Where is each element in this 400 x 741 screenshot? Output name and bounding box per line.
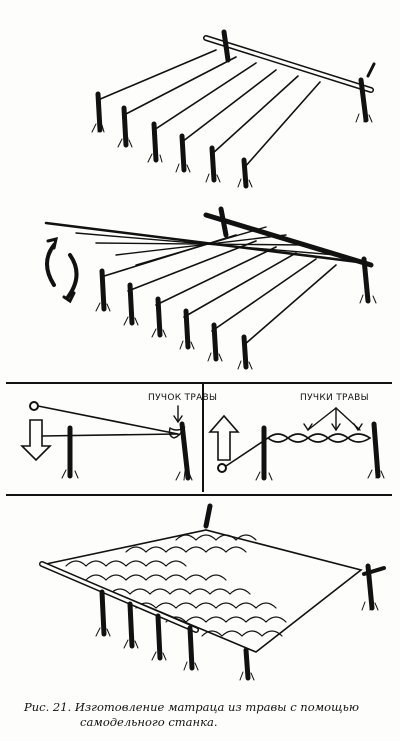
divider-middle [202,384,204,492]
caption-line-2: самодельного станка. [80,715,218,729]
panel-frame-flipped [6,205,392,377]
divider-bottom [6,494,392,496]
label-bunch-plural: ПУЧКИ ТРАВЫ [300,393,369,403]
divider-top [6,382,392,384]
panel-bunch-single: ПУЧОК ТРАВЫ [6,384,217,492]
figure-caption: Рис. 21. Изготовление матраца из травы с… [24,700,384,730]
bunch-single-drawing [20,401,193,481]
panel-frame-cords [6,20,392,190]
frame-flipped-drawing [44,206,377,370]
finished-mattress-drawing [39,503,386,681]
frame-cords-drawing [91,29,376,189]
panel-finished-mattress [6,500,392,690]
label-bunch-single: ПУЧОК ТРАВЫ [148,393,218,403]
caption-line-1: Рис. 21. Изготовление матраца из травы с… [24,700,359,714]
bunch-plural-drawing [208,407,385,481]
panel-bunch-plural: ПУЧКИ ТРАВЫ [204,384,392,492]
